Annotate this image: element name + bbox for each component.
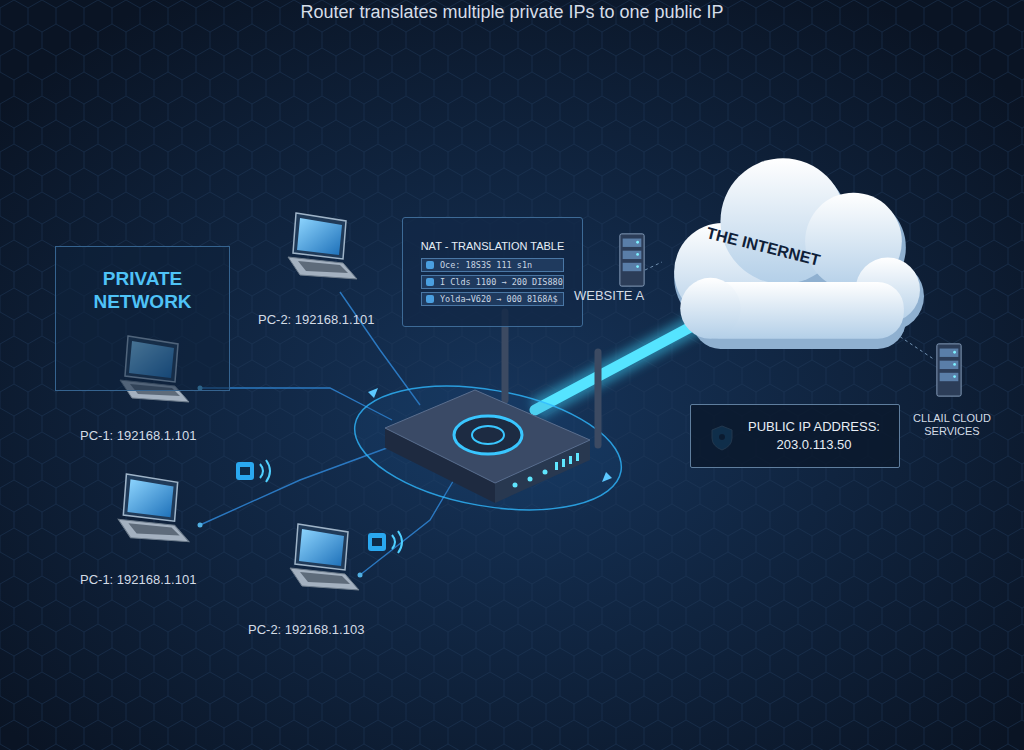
- arrow-mark: [602, 472, 612, 482]
- connection-line: [645, 262, 662, 270]
- antenna: [595, 352, 602, 445]
- server-label: WEBSITE A: [574, 288, 644, 303]
- internet-cloud: THE INTERNET: [652, 148, 924, 356]
- router-light: [472, 426, 504, 444]
- device-label: PC-1: 192168.1.101: [80, 572, 196, 587]
- public-ip-box: PUBLIC IP ADDRESS:203.0.113.50: [690, 404, 900, 468]
- table-row: I Clds 1100 → 200 DIS880: [421, 275, 564, 289]
- device-label: PC-2: 192168.1.101: [258, 312, 374, 327]
- diagram-title: Router translates multiple private IPs t…: [0, 2, 1024, 23]
- wireless-badge: [368, 531, 402, 553]
- laptop-icon: [288, 213, 357, 279]
- ip-address: 203.0.113.50: [739, 436, 889, 454]
- device-label: PC-2: 192168.1.103: [248, 622, 364, 637]
- arrow-mark: [368, 388, 378, 398]
- router-leds: [513, 453, 580, 488]
- network-region: PRIVATE NETWORK: [55, 246, 230, 391]
- server-icon: [620, 234, 644, 286]
- router-glow-ring: [345, 367, 631, 528]
- router-top: [385, 390, 590, 483]
- table-row: Yolda→V620 → 000 8168A$: [421, 292, 564, 306]
- nat-table-panel: NAT - TRANSLATION TABLE Oce: 18S3S 111 s1…: [402, 217, 583, 327]
- table-row: Oce: 18S3S 111 s1n: [421, 258, 564, 272]
- wire-dot: [198, 523, 203, 528]
- device-label: PC-1: 192168.1.101: [80, 428, 196, 443]
- server-label: CLLAIL CLOUD SERVICES: [896, 412, 1008, 438]
- server-icon: [937, 344, 961, 396]
- wireless-badge: [236, 460, 270, 482]
- ip-heading: PUBLIC IP ADDRESS:: [739, 418, 889, 436]
- laptop-icon: [290, 524, 359, 590]
- wire-dot: [358, 573, 363, 578]
- router-icon: [385, 312, 598, 503]
- laptop-icon: [118, 474, 189, 542]
- region-label: PRIVATE NETWORK: [64, 267, 221, 313]
- wire: [200, 445, 395, 525]
- router-light: [454, 416, 522, 454]
- table-title: NAT - TRANSLATION TABLE: [415, 240, 570, 252]
